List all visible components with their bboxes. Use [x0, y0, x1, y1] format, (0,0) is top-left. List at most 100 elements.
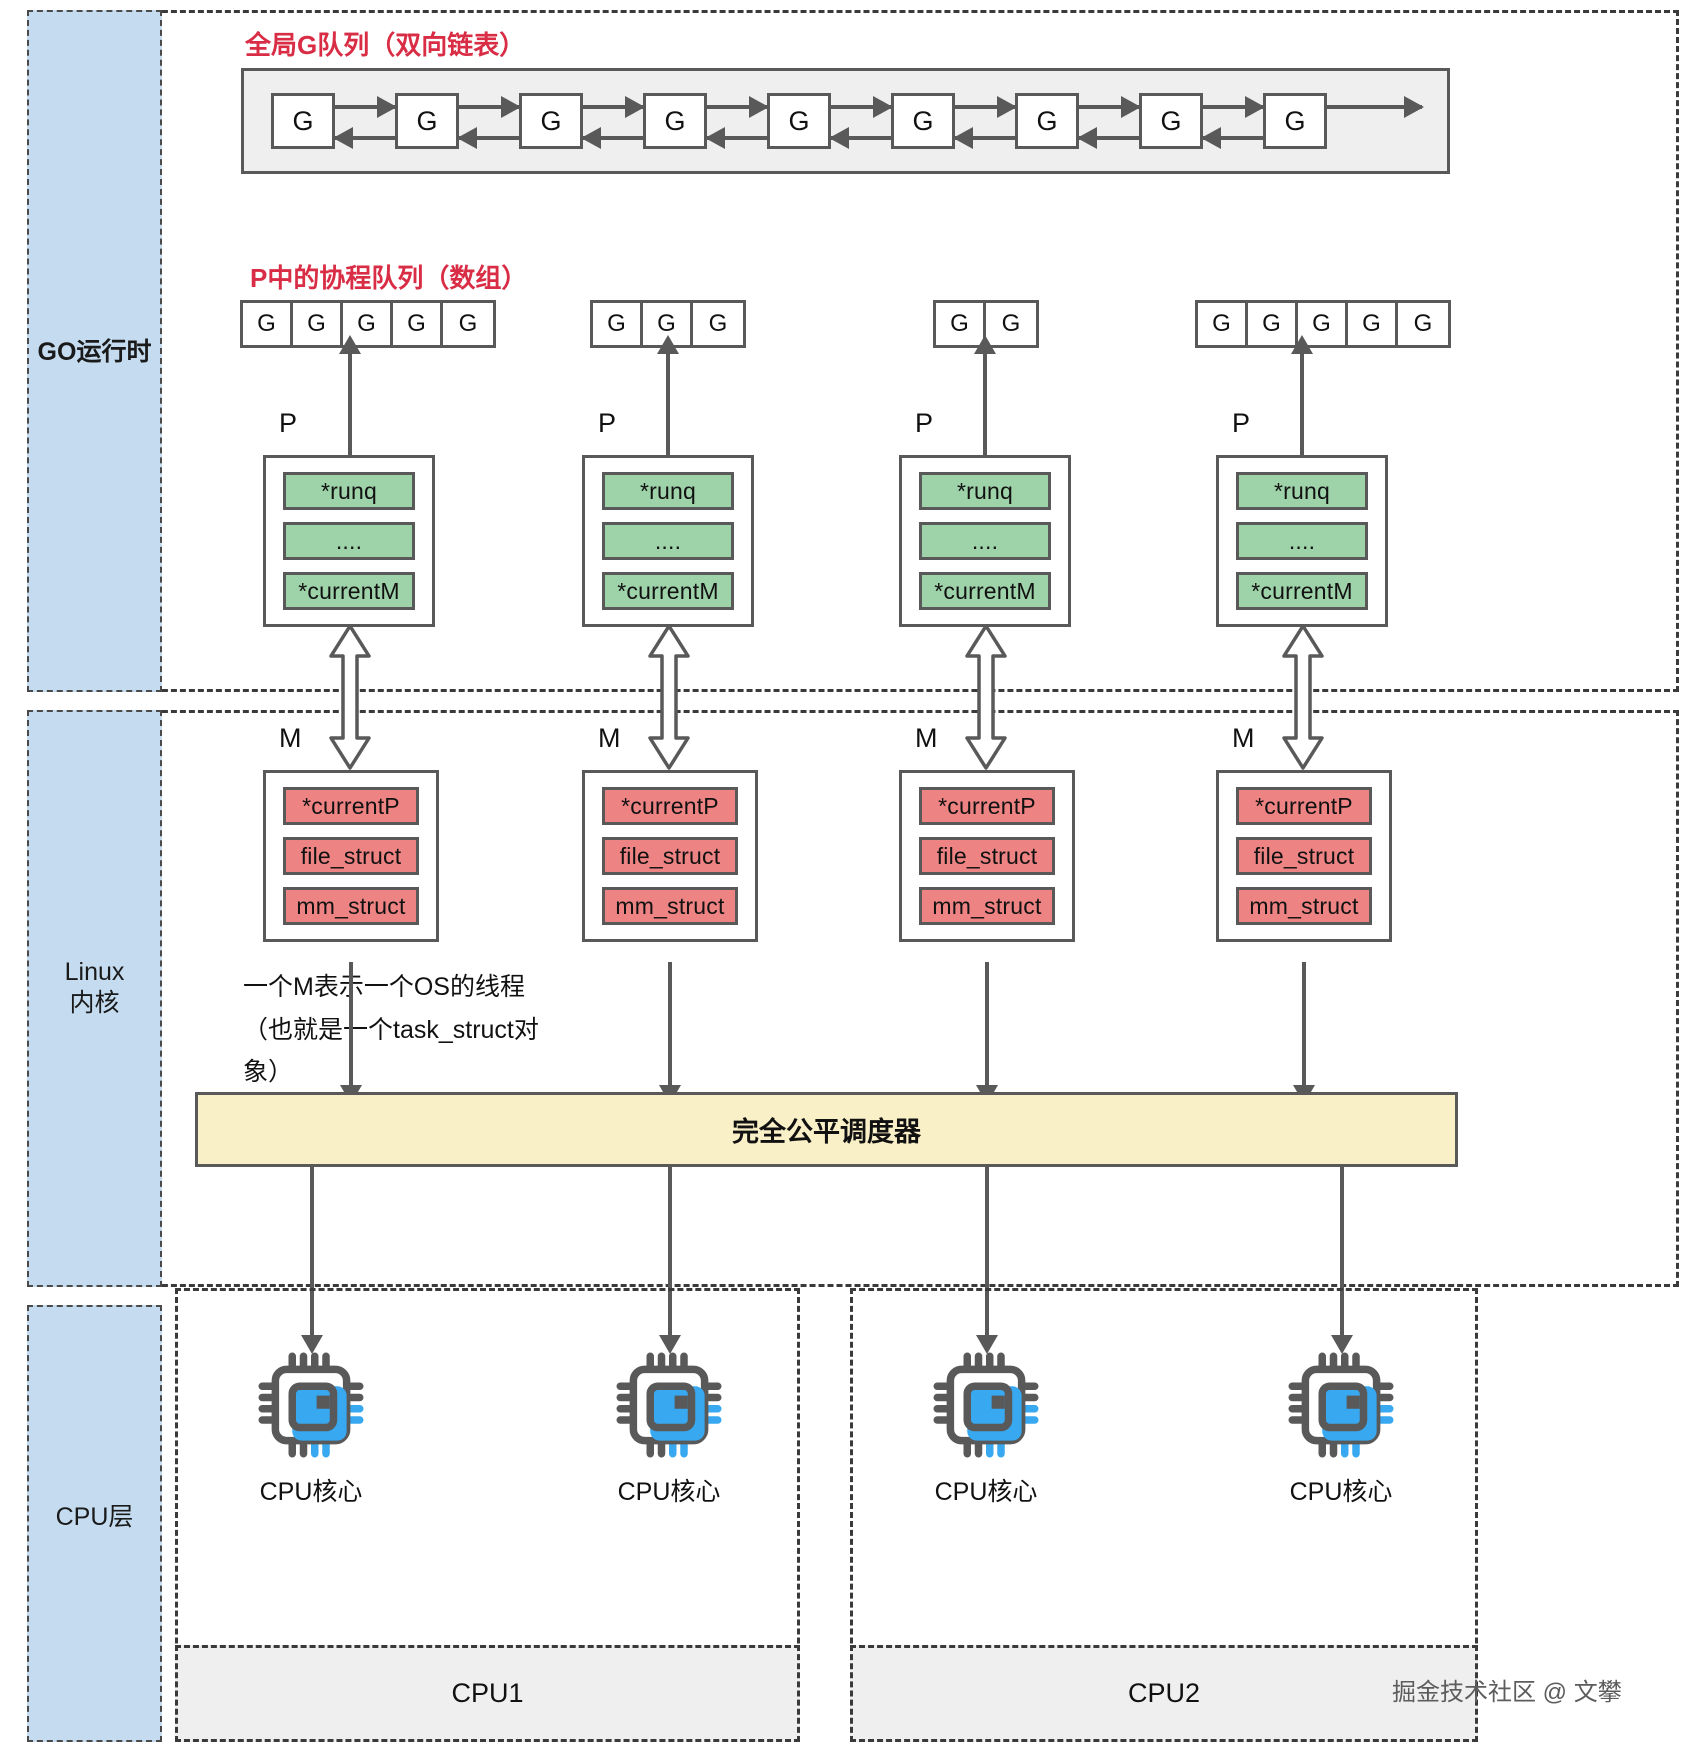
scheduler-to-cpu-arrow — [301, 1167, 323, 1354]
band-linux-kernel: Linux 内核 — [27, 710, 162, 1287]
watermark: 掘金技术社区 @ 文攀 — [1392, 1679, 1622, 1706]
p-field-ellipsis: .... — [283, 522, 415, 560]
p-runqueue-cell: G — [1348, 303, 1398, 345]
p-m-double-arrow — [329, 624, 371, 770]
cpu-core-label: CPU核心 — [1289, 1478, 1393, 1506]
m-field-file-struct: file_struct — [1236, 837, 1372, 875]
p-field-ellipsis: .... — [602, 522, 734, 560]
global-queue-link-backward — [457, 127, 519, 149]
global-queue-link-forward — [707, 96, 769, 118]
m-to-scheduler-arrow — [1293, 962, 1315, 1104]
m-thread-note: 一个M表示一个OS的线程 （也就是一个task_struct对象） — [243, 973, 539, 1086]
p-m-double-arrow — [648, 624, 690, 770]
m-field-currentp: *currentP — [283, 787, 419, 825]
p-struct-tag: P — [1232, 408, 1251, 438]
global-queue-link-forward — [1079, 96, 1141, 118]
m-field-currentp: *currentP — [1236, 787, 1372, 825]
p-field-runq: *runq — [283, 472, 415, 510]
global-queue-node: G — [767, 93, 831, 149]
global-queue-link-forward — [1203, 96, 1265, 118]
p-m-double-arrow — [1282, 624, 1324, 770]
p-field-currentm: *currentM — [283, 572, 415, 610]
p-field-ellipsis: .... — [1236, 522, 1368, 560]
m-to-scheduler-arrow — [340, 962, 362, 1104]
m-struct-tag: M — [598, 723, 621, 753]
p-field-ellipsis: .... — [919, 522, 1051, 560]
global-queue-link-backward — [1077, 127, 1139, 149]
cpu-chip-icon — [1281, 1352, 1401, 1469]
runq-pointer-arrow — [974, 335, 996, 492]
scheduler-to-cpu-arrow — [976, 1167, 998, 1354]
global-queue-link-backward — [1201, 127, 1263, 149]
cpu-core-4: CPU核心 — [1246, 1345, 1436, 1508]
p-field-runq: *runq — [919, 472, 1051, 510]
band-cpu-layer: CPU层 — [27, 1305, 162, 1742]
p-runqueue-cell: G — [593, 303, 643, 345]
p-runqueue-array: G G G G G — [240, 300, 496, 348]
runq-pointer-arrow — [657, 335, 679, 492]
p-struct-tag: P — [279, 408, 298, 438]
p-runqueue-cell: G — [458, 310, 478, 337]
m-field-file-struct: file_struct — [919, 837, 1055, 875]
cpu-core-2: CPU核心 — [574, 1345, 764, 1508]
m-struct-tag: M — [915, 723, 938, 753]
p-runqueue-cell: G — [1001, 310, 1021, 337]
p-runqueue-cell: G — [1413, 310, 1433, 337]
p-struct: *runq .... *currentM — [263, 455, 435, 627]
band-linux-kernel-label: Linux 内核 — [64, 958, 125, 1018]
global-queue-node: G — [891, 93, 955, 149]
global-queue-link-forward — [335, 96, 397, 118]
cpu-core-1: CPU核心 — [216, 1345, 406, 1508]
p-runqueue-cell: G — [393, 303, 443, 345]
global-queue-link-forward — [831, 96, 893, 118]
global-queue-node: G — [519, 93, 583, 149]
m-struct: *currentP file_struct mm_struct — [582, 770, 758, 942]
p-struct: *runq .... *currentM — [582, 455, 754, 627]
cpu-core-label: CPU核心 — [259, 1478, 363, 1506]
cpu-group-label-cpu2: CPU2 — [850, 1645, 1478, 1742]
p-runqueue-array: G G G G G — [1195, 300, 1451, 348]
global-queue-link-forward — [459, 96, 521, 118]
p-struct-tag: P — [915, 408, 934, 438]
global-queue-node: G — [643, 93, 707, 149]
m-to-scheduler-arrow — [976, 962, 998, 1104]
global-queue-link-forward — [583, 96, 645, 118]
p-runqueue-cell: G — [936, 303, 986, 345]
p-runqueue-cell: G — [1198, 303, 1248, 345]
m-field-mm-struct: mm_struct — [283, 887, 419, 925]
m-struct: *currentP file_struct mm_struct — [899, 770, 1075, 942]
m-field-mm-struct: mm_struct — [1236, 887, 1372, 925]
global-queue-node: G — [1015, 93, 1079, 149]
p-field-runq: *runq — [1236, 472, 1368, 510]
p-struct: *runq .... *currentM — [1216, 455, 1388, 627]
p-runqueue-cell: G — [293, 303, 343, 345]
global-queue-node: G — [395, 93, 459, 149]
scheduler-to-cpu-arrow — [1331, 1167, 1353, 1354]
cpu-core-label: CPU核心 — [934, 1478, 1038, 1506]
global-queue-title: 全局G队列（双向链表） — [245, 30, 526, 60]
global-queue-node: G — [1263, 93, 1327, 149]
m-field-currentp: *currentP — [602, 787, 738, 825]
runq-pointer-arrow — [1291, 335, 1313, 492]
cpu-chip-icon — [926, 1352, 1046, 1469]
global-queue-link-backward — [829, 127, 891, 149]
band-go-runtime-label: GO运行时 — [37, 338, 152, 366]
global-queue-link-tail — [1327, 96, 1424, 118]
p-runqueue-cell: G — [243, 303, 293, 345]
p-runqueue-cell: G — [1248, 303, 1298, 345]
global-queue-node: G — [1139, 93, 1203, 149]
m-struct-tag: M — [1232, 723, 1255, 753]
cpu-core-3: CPU核心 — [891, 1345, 1081, 1508]
band-go-runtime: GO运行时 — [27, 10, 162, 692]
scheduler-bar: 完全公平调度器 — [195, 1092, 1458, 1167]
p-field-currentm: *currentM — [602, 572, 734, 610]
p-runqueue-cell: G — [643, 303, 693, 345]
global-queue-node: G — [271, 93, 335, 149]
p-field-currentm: *currentM — [919, 572, 1051, 610]
cpu-core-label: CPU核心 — [617, 1478, 721, 1506]
m-struct-tag: M — [279, 723, 302, 753]
band-cpu-layer-label: CPU层 — [55, 1503, 134, 1531]
p-queue-title: P中的协程队列（数组） — [250, 263, 528, 293]
global-queue-link-backward — [953, 127, 1015, 149]
